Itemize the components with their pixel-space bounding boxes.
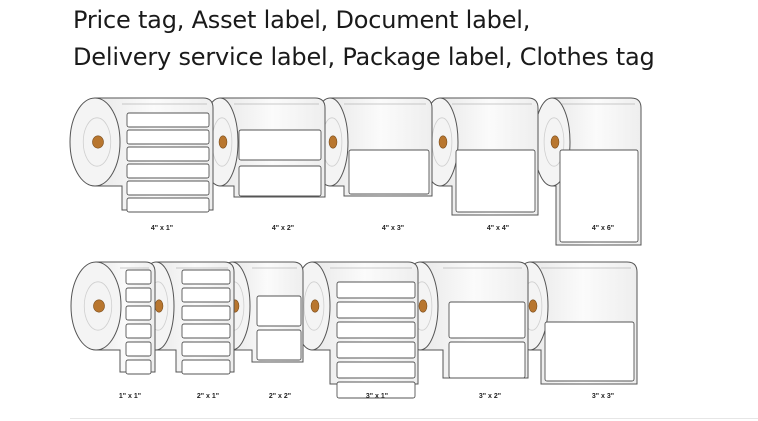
roll-3x1-end-ring xyxy=(303,281,325,331)
size-label-2x2: 2" x 2" xyxy=(269,393,291,400)
roll-3x3-label-1 xyxy=(544,321,635,382)
roll-4x4-core xyxy=(438,135,448,149)
roll-3x2 xyxy=(401,261,529,379)
roll-3x3 xyxy=(511,261,638,385)
roll-4x2-label-2 xyxy=(238,165,322,197)
roll-4x1-label-2 xyxy=(126,129,210,145)
size-label-3x1: 3" x 1" xyxy=(366,393,388,400)
size-labels-row-1: 4" x 1" 4" x 2" 4" x 3" 4" x 4" 4" x 6" xyxy=(151,225,614,232)
roll-3x2-label-1 xyxy=(448,301,526,339)
roll-4x1-label-4 xyxy=(126,163,210,179)
roll-4x4 xyxy=(421,97,539,216)
roll-3x1-label-4 xyxy=(336,341,416,359)
roll-4x6-label-1 xyxy=(559,149,639,243)
caption-line-2: Delivery service label, Package label, C… xyxy=(73,43,655,71)
roll-1x1-label-4 xyxy=(125,323,152,339)
roll-1x1-core xyxy=(93,299,105,313)
roll-3x1-label-2 xyxy=(336,301,416,319)
roll-4x2-label-1 xyxy=(238,129,322,161)
roll-4x3 xyxy=(311,97,433,197)
roll-2x1-label-3 xyxy=(181,305,231,321)
roll-4x1-label-5 xyxy=(126,180,210,196)
size-label-4x4: 4" x 4" xyxy=(487,225,509,232)
caption-line-1: Price tag, Asset label, Document label, xyxy=(73,6,531,34)
roll-2x1-label-1 xyxy=(181,269,231,285)
size-label-4x2: 4" x 2" xyxy=(272,225,294,232)
size-label-2x1: 2" x 1" xyxy=(197,393,219,400)
roll-4x1-label-1 xyxy=(126,112,210,128)
roll-2x1-label-6 xyxy=(181,359,231,375)
roll-4x2-core xyxy=(218,135,228,149)
roll-2x1-label-5 xyxy=(181,341,231,357)
roll-4x1 xyxy=(69,97,214,213)
roll-3x1 xyxy=(293,261,419,399)
roll-4x3-label-1 xyxy=(348,149,430,195)
roll-4x1-label-6 xyxy=(126,197,210,213)
size-label-1x1: 1" x 1" xyxy=(119,393,141,400)
roll-1x1-label-5 xyxy=(125,341,152,357)
size-label-3x2: 3" x 2" xyxy=(479,393,501,400)
roll-3x2-label-2 xyxy=(448,341,526,379)
roll-1x1-end-ring xyxy=(83,281,113,331)
roll-4x1-end-ring xyxy=(82,117,112,167)
roll-2x1-label-2 xyxy=(181,287,231,303)
roll-2x1-core xyxy=(154,299,164,313)
roll-3x1-label-5 xyxy=(336,361,416,379)
roll-3x2-core xyxy=(418,299,428,313)
roll-3x1-label-6 xyxy=(336,381,416,399)
roll-4x1-label-3 xyxy=(126,146,210,162)
roll-1x1-label-2 xyxy=(125,287,152,303)
roll-4x4-label-1 xyxy=(455,149,536,213)
label-rolls-row-2 xyxy=(70,261,638,399)
roll-2x2-label-1 xyxy=(256,295,302,327)
roll-4x6-core xyxy=(550,135,560,149)
roll-3x3-core xyxy=(528,299,538,313)
size-label-4x3: 4" x 3" xyxy=(382,225,404,232)
roll-3x1-label-3 xyxy=(336,321,416,339)
roll-2x1-label-4 xyxy=(181,323,231,339)
roll-4x6 xyxy=(533,97,642,246)
roll-4x2 xyxy=(201,97,326,198)
roll-4x6-end-ring xyxy=(543,117,565,167)
roll-3x1-label-1 xyxy=(336,281,416,299)
roll-4x3-core xyxy=(328,135,338,149)
size-labels-row-2: 1" x 1" 2" x 1" 2" x 2" 3" x 1" 3" x 2" … xyxy=(119,393,614,400)
size-label-4x1: 4" x 1" xyxy=(151,225,173,232)
roll-1x1-label-1 xyxy=(125,269,152,285)
roll-4x1-core xyxy=(92,135,104,149)
roll-1x1 xyxy=(70,261,156,375)
roll-3x1-core xyxy=(310,299,320,313)
roll-2x2-label-2 xyxy=(256,329,302,361)
size-label-4x6: 4" x 6" xyxy=(592,225,614,232)
roll-1x1-label-3 xyxy=(125,305,152,321)
roll-1x1-label-6 xyxy=(125,359,152,375)
bottom-divider xyxy=(70,418,758,419)
label-rolls-row-1 xyxy=(69,97,642,246)
size-label-3x3: 3" x 3" xyxy=(592,393,614,400)
